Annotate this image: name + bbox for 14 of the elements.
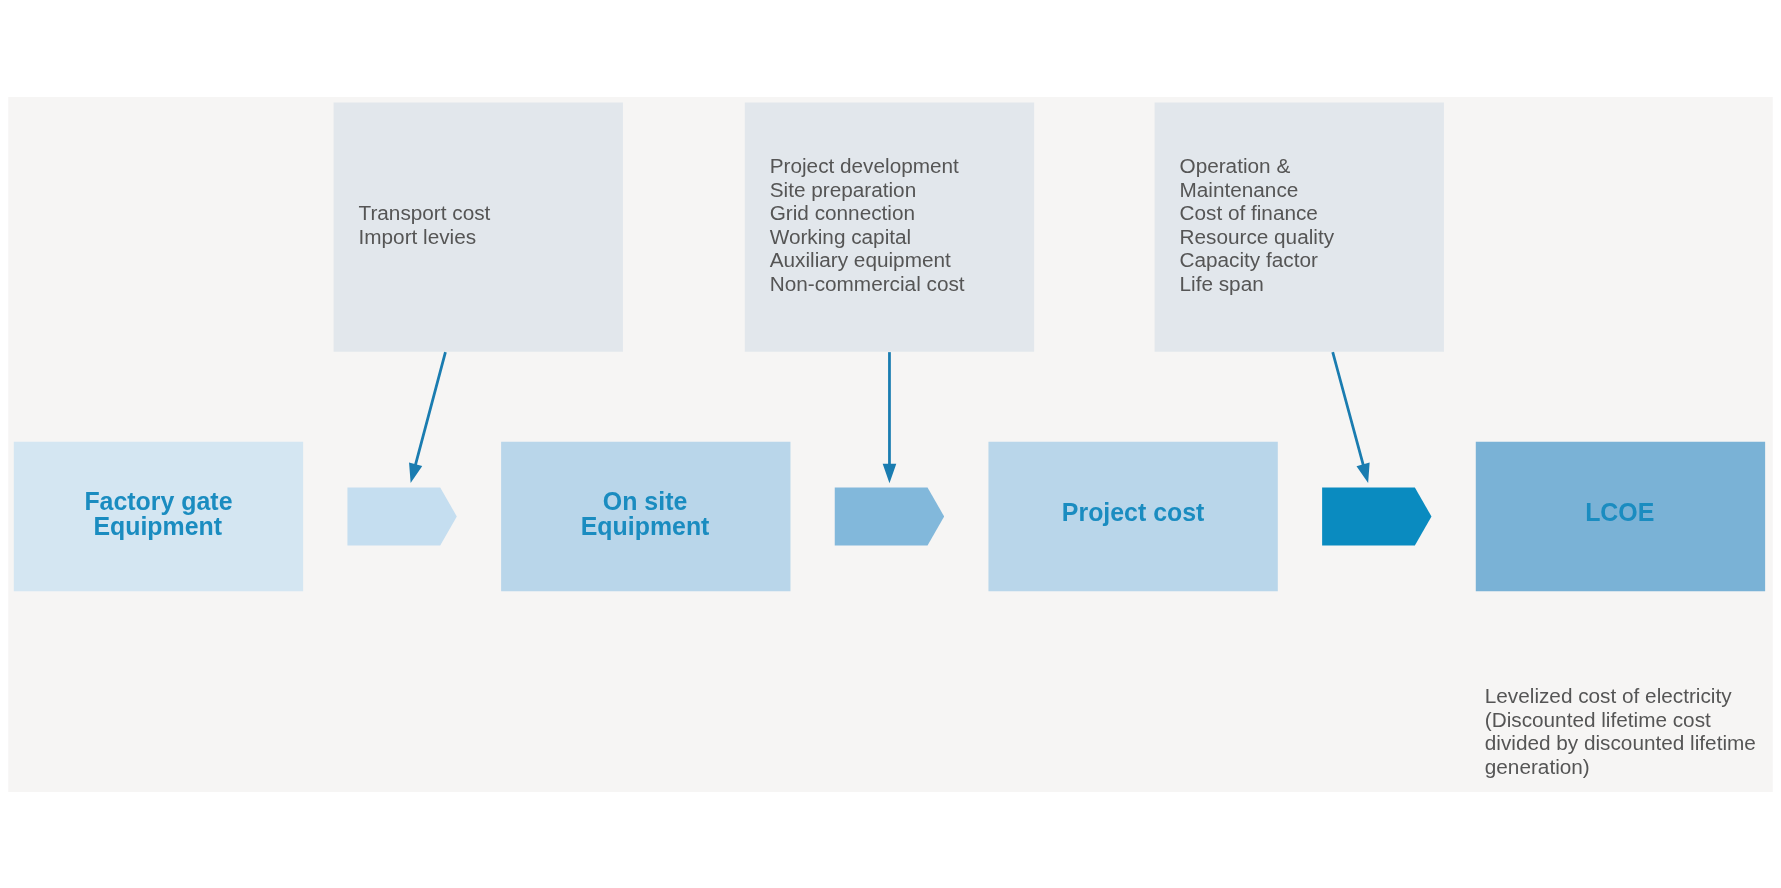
node-box: LCOE	[1475, 441, 1766, 591]
node-chevron	[1322, 486, 1432, 546]
arrow	[1331, 351, 1370, 483]
arrow	[409, 351, 447, 483]
node-chevron	[834, 486, 945, 546]
node-box: Operation & Maintenance Cost of finance Resource quality Capacity factor Life span	[1154, 102, 1444, 352]
node-box: On site Equipment	[501, 441, 791, 591]
node-box: Project development Site preparation Grid connection Working capital Auxiliary equipment Non-commercial cost	[744, 102, 1035, 352]
label: Levelized cost of electricity (Discounted lifetime cost divided by discounted lifetime generation)	[1484, 683, 1756, 778]
arrow	[882, 351, 897, 483]
node-chevron	[347, 486, 457, 546]
node-box: Project cost	[988, 441, 1278, 591]
node-box: Transport cost Import levies	[333, 102, 623, 352]
node-box: Factory gate Equipment	[13, 441, 304, 591]
